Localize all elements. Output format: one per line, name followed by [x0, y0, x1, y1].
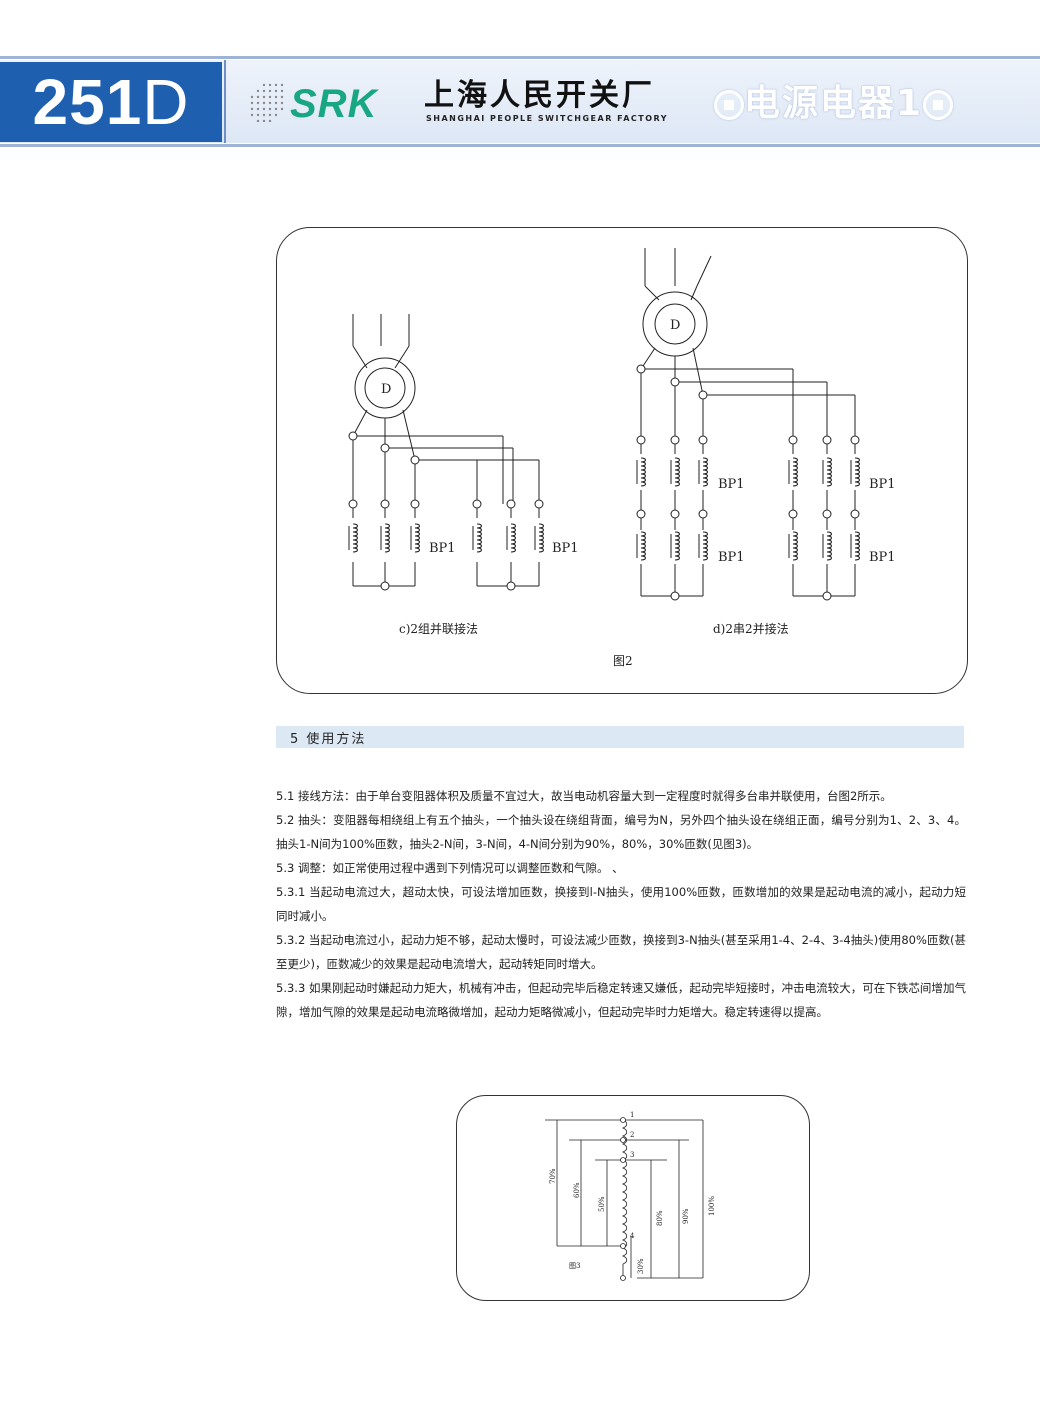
- percent-80-label: 80%: [656, 1210, 664, 1226]
- percent-60-label: 60%: [573, 1182, 581, 1198]
- dot-pattern-icon: [250, 83, 284, 122]
- percent-30-label: 30%: [637, 1258, 645, 1274]
- wiring-diagrams: D D BP1 BP1 BP1 BP1 BP1 BP1: [348, 248, 896, 601]
- square-in-circle-icon: [923, 90, 954, 120]
- bp1-label: BP1: [718, 550, 745, 565]
- page-code-number: 251: [32, 66, 143, 138]
- paragraph-5-2: 5.2 抽头：变阻器每相绕组上有五个抽头，一个抽头设在绕组背面，编号为N，另外四…: [276, 813, 966, 851]
- percent-90-label: 90%: [682, 1208, 690, 1224]
- caption-d: d)2串2并接法: [713, 622, 789, 636]
- section-title: 5 使用方法: [290, 732, 367, 747]
- percent-70-label: 70%: [549, 1168, 557, 1184]
- caption-c: c)2组并联接法: [399, 622, 479, 636]
- paragraph-5-3: 5.3 调整：如正常使用过程中遇到下列情况可以调整匝数和气隙。 、: [276, 861, 624, 875]
- page-code: 251D: [0, 62, 222, 142]
- bp1-label: BP1: [869, 477, 896, 492]
- paragraph-5-3-1: 5.3.1 当起动电流过大，超动太快，可设法增加匝数，换接到l-N抽头，使用10…: [276, 885, 966, 923]
- tap-2-label: 2: [630, 1131, 634, 1139]
- figure-3-frame: 1 2 3 4 70% 60% 50% 80% 90% 100% 30% 图3: [456, 1095, 810, 1301]
- motor-label-d: D: [670, 318, 680, 333]
- tap-1-label: 1: [630, 1111, 634, 1119]
- brand-logo: SRK: [290, 82, 378, 126]
- paragraph-5-3-2: 5.3.2 当起动电流过小，起动力矩不够，起动太慢时，可设法减少匝数，换接到3-…: [276, 933, 966, 971]
- paragraph-5-3-3: 5.3.3 如果刚起动时嫌起动力矩大，机械有冲击，但起动完毕后稳定转速又嫌低，起…: [276, 981, 966, 1019]
- header-top-rule: [0, 56, 1040, 59]
- page-header: 251D SRK 上海人民开关厂 SHANGHAI PEOPLE SWITCHG…: [0, 56, 1040, 152]
- header-divider: [224, 60, 226, 143]
- tap-4-label: 4: [630, 1232, 635, 1240]
- section-heading-bar: 5 使用方法: [276, 726, 964, 748]
- body-text: 5.1 接线方法：由于单台变阻器体积及质量不宜过大，故当电动机容量大到一定程度时…: [276, 784, 966, 1024]
- tap-diagram: 1 2 3 4 70% 60% 50% 80% 90% 100% 30% 图3: [545, 1111, 716, 1281]
- bp1-label: BP1: [718, 477, 745, 492]
- company-name-en: SHANGHAI PEOPLE SWITCHGEAR FACTORY: [426, 114, 669, 123]
- bp1-label: BP1: [429, 541, 456, 556]
- bp1-label: BP1: [552, 541, 579, 556]
- percent-50-label: 50%: [598, 1196, 606, 1212]
- figure-2-caption: 图2: [613, 654, 633, 668]
- square-in-circle-icon: [714, 90, 744, 120]
- page-code-suffix: D: [142, 66, 190, 138]
- product-category: 电源电器1: [714, 82, 954, 126]
- company-name-cn: 上海人民开关厂: [424, 78, 655, 113]
- product-category-text: 电源电器1: [744, 83, 924, 124]
- header-bottom-rule: [0, 144, 1040, 147]
- bp1-label: BP1: [869, 550, 896, 565]
- paragraph-5-1: 5.1 接线方法：由于单台变阻器体积及质量不宜过大，故当电动机容量大到一定程度时…: [276, 789, 892, 803]
- percent-100-label: 100%: [708, 1196, 716, 1216]
- motor-label-c: D: [381, 382, 391, 397]
- figure-3-caption: 图3: [569, 1262, 580, 1270]
- figure-2-frame: D D BP1 BP1 BP1 BP1 BP1 BP1 c)2组并联接法 d)2…: [276, 227, 968, 694]
- tap-3-label: 3: [630, 1151, 634, 1159]
